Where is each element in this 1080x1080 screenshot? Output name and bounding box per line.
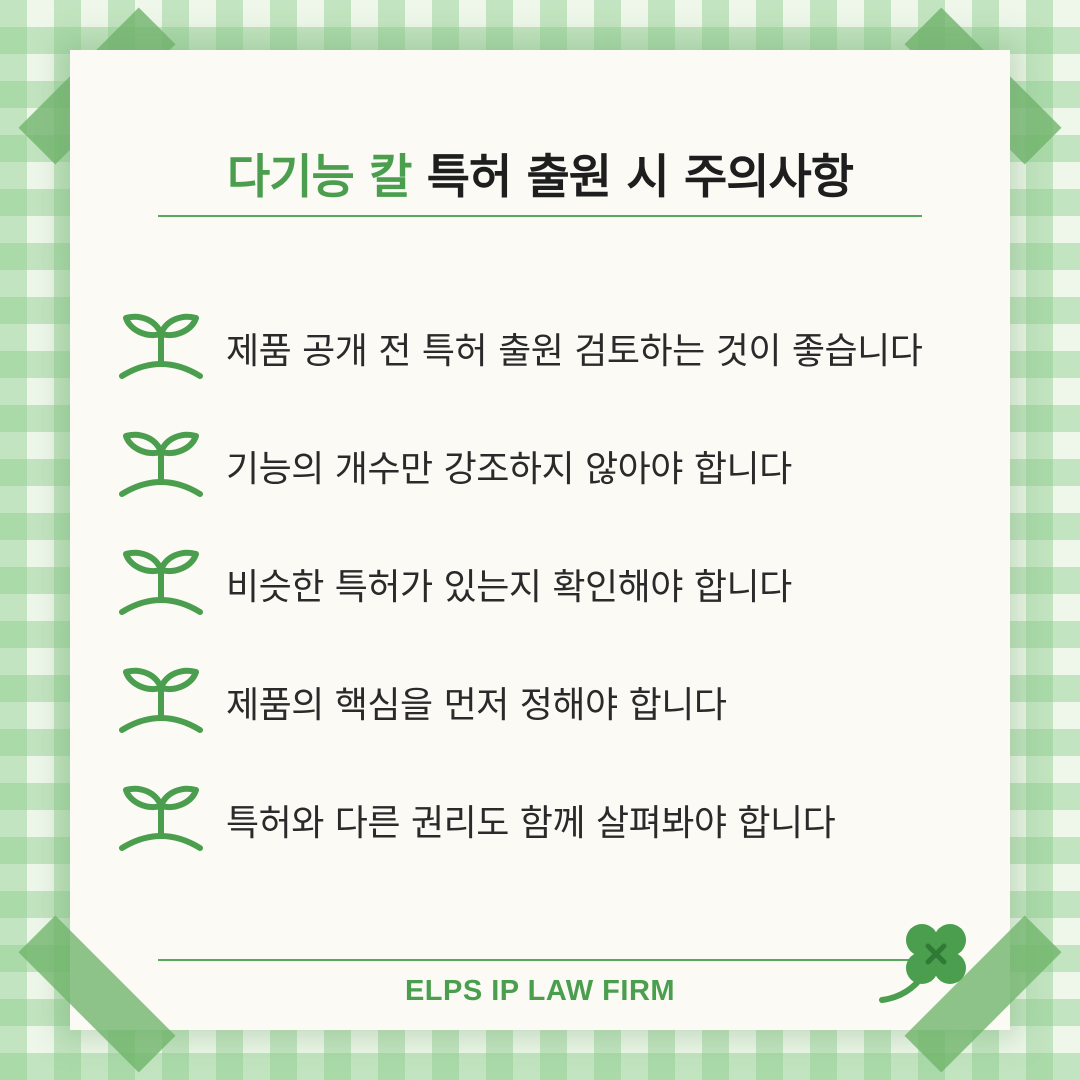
page-title: 다기능 칼 특허 출원 시 주의사항 <box>0 138 1080 207</box>
brand-footer: ELPS IP LAW FIRM <box>404 975 676 1007</box>
sprout-icon <box>119 549 203 615</box>
title-rest: 특허 출원 시 주의사항 <box>411 150 854 205</box>
title-accent: 다기능 칼 <box>227 150 412 205</box>
item-text: 특허와 다른 권리도 함께 살펴봐야 합니다 <box>226 803 836 844</box>
item-text: 기능의 개수만 강조하지 않아야 합니다 <box>226 449 792 490</box>
footer-divider <box>158 959 918 961</box>
sprout-icon <box>119 431 203 497</box>
item-text: 제품 공개 전 특허 출원 검토하는 것이 좋습니다 <box>226 331 923 372</box>
sprout-icon <box>119 667 203 733</box>
sprout-icon <box>119 313 203 379</box>
clover-icon <box>879 924 966 1003</box>
item-text: 비슷한 특허가 있는지 확인해야 합니다 <box>226 567 792 608</box>
item-text: 제품의 핵심을 먼저 정해야 합니다 <box>226 685 727 726</box>
sprout-icon <box>119 785 203 851</box>
title-divider <box>158 215 922 217</box>
paper-card <box>70 50 1010 1030</box>
